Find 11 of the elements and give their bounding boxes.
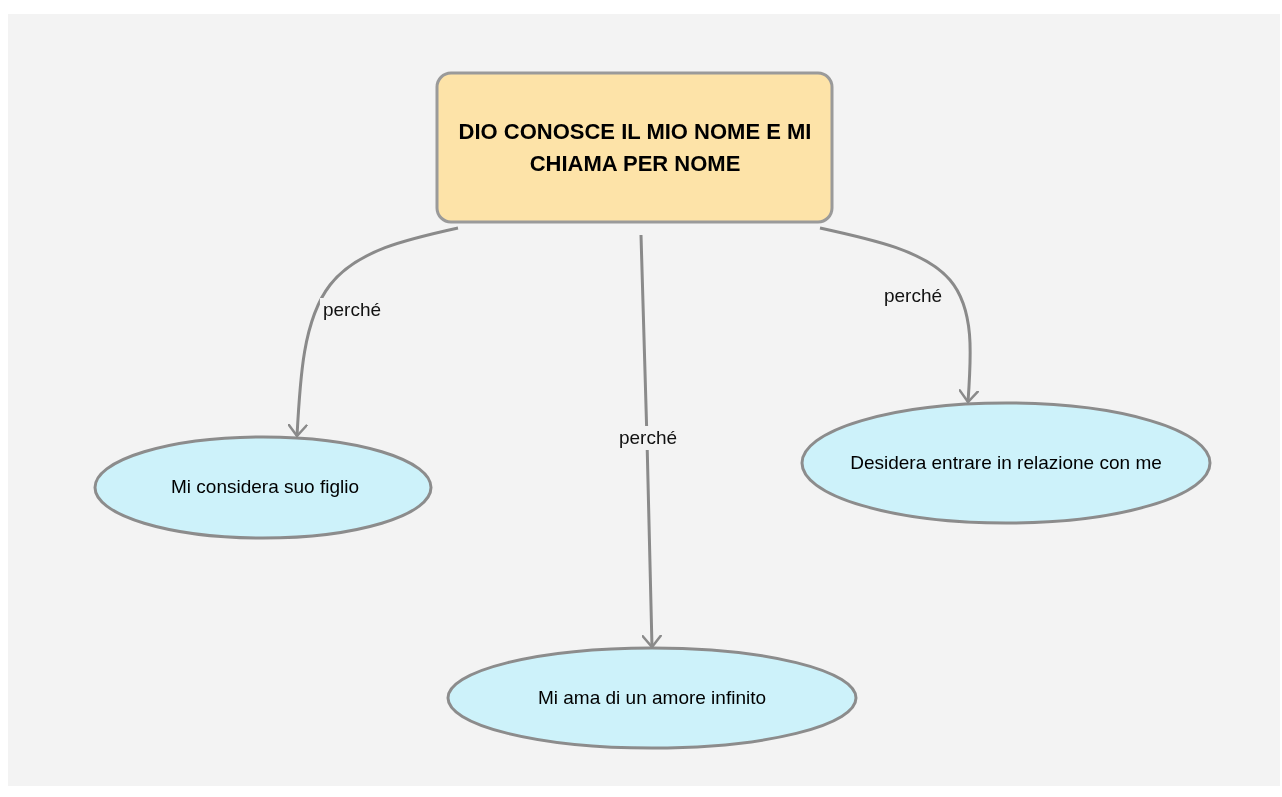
concept-ellipse — [446, 646, 858, 750]
arrow — [287, 226, 459, 438]
concept-text: Mi ama di un amore infinito — [537, 685, 767, 710]
concept-text: Desidera entrare in relazione con me — [850, 450, 1162, 475]
arrow — [639, 234, 662, 649]
concept-ellipse — [93, 435, 433, 540]
arrow — [819, 226, 979, 404]
title-text: DIO CONOSCE IL MIO NOME E MI CHIAMA PER NOME — [457, 117, 813, 178]
concept-text: Mi considera suo figlio — [171, 475, 359, 500]
concept-ellipse — [800, 401, 1212, 525]
title-box — [435, 71, 834, 224]
